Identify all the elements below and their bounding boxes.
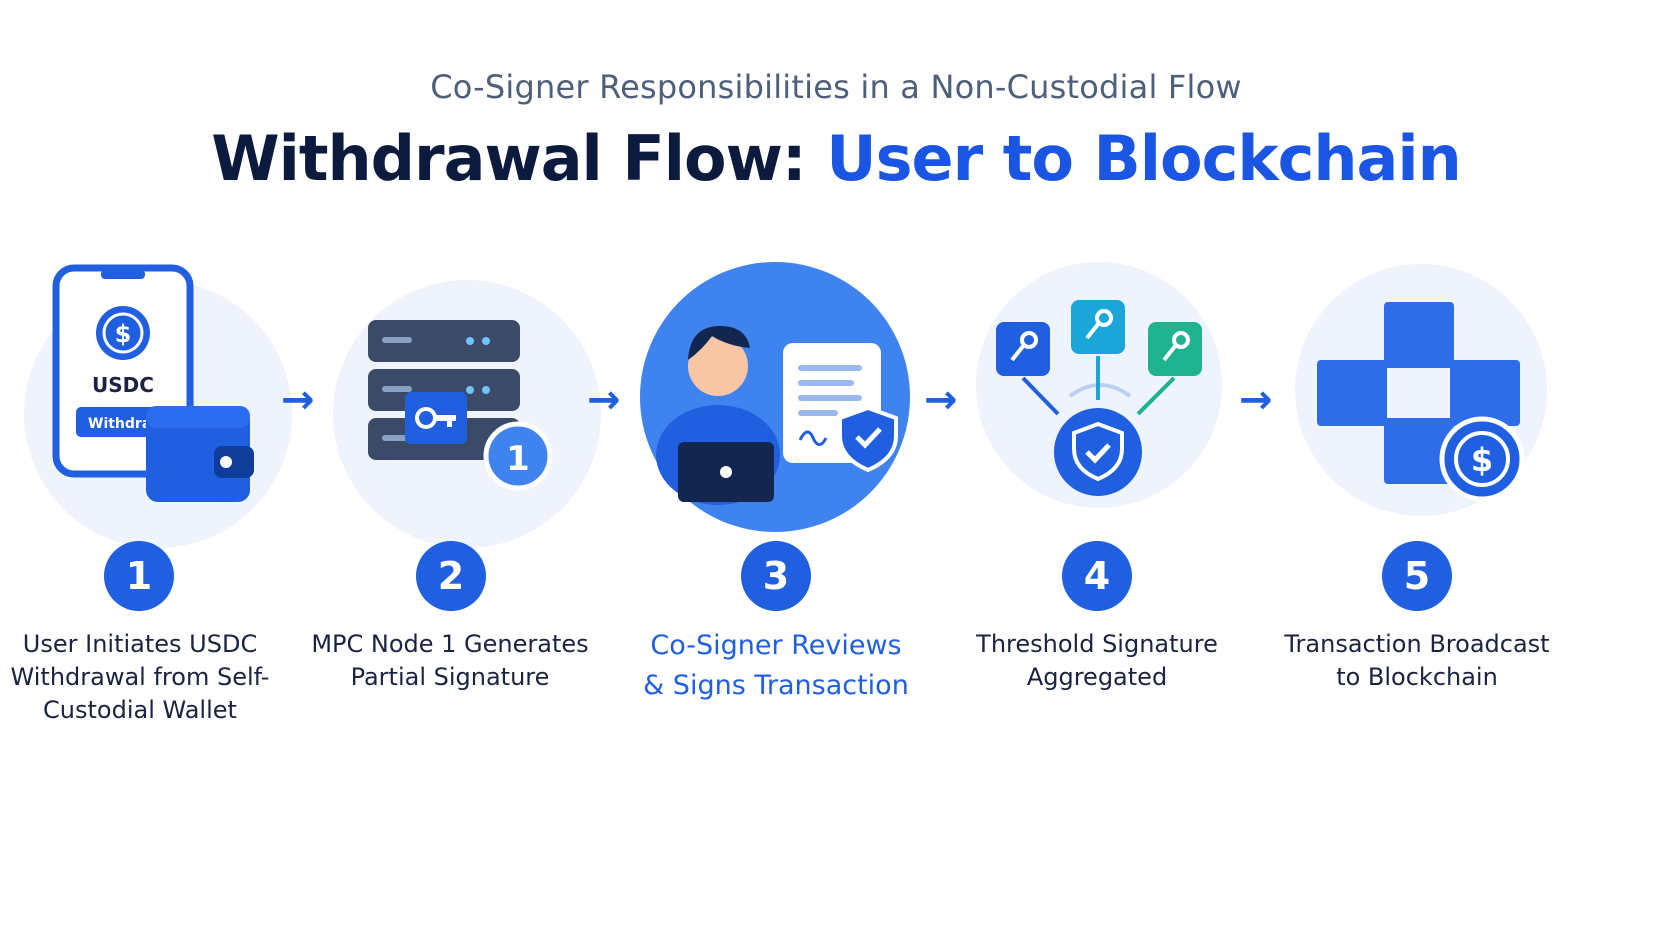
node-badge-number: 1: [506, 439, 530, 479]
flow-arrow-1: →: [281, 377, 315, 423]
flow-arrow-4: →: [1239, 377, 1273, 423]
flow-arrow-2: →: [587, 377, 621, 423]
step-2-label: MPC Node 1 Generates Partial Signature: [311, 630, 589, 691]
step-number-badge-1: 1: [104, 541, 174, 611]
step-number-badge-5: 5: [1382, 541, 1452, 611]
svg-text:$: $: [115, 320, 132, 348]
title-accent: User to Blockchain: [826, 122, 1461, 195]
flow-arrow-3: →: [924, 377, 958, 423]
step-3-label: Co-Signer Reviews & Signs Transaction: [643, 630, 909, 701]
step-4-label: Threshold Signature Aggregated: [976, 630, 1218, 691]
step-number-badge-3: 3: [741, 541, 811, 611]
step-number-badge-4: 4: [1062, 541, 1132, 611]
phone-token-label: USDC: [92, 373, 154, 397]
svg-text:$: $: [1471, 441, 1493, 479]
step-number-badge-2: 2: [416, 541, 486, 611]
title-main: Withdrawal Flow:: [211, 122, 806, 195]
phone-withdraw-button-label: Withdraw: [88, 416, 164, 432]
page-title: Withdrawal Flow: User to Blockchain: [0, 122, 1672, 195]
step-5-label: Transaction Broadcast to Blockchain: [1284, 630, 1550, 691]
page-subtitle: Co-Signer Responsibilities in a Non-Cust…: [430, 68, 1242, 106]
step-1-label: User Initiates USDC Withdrawal from Self…: [10, 630, 270, 724]
